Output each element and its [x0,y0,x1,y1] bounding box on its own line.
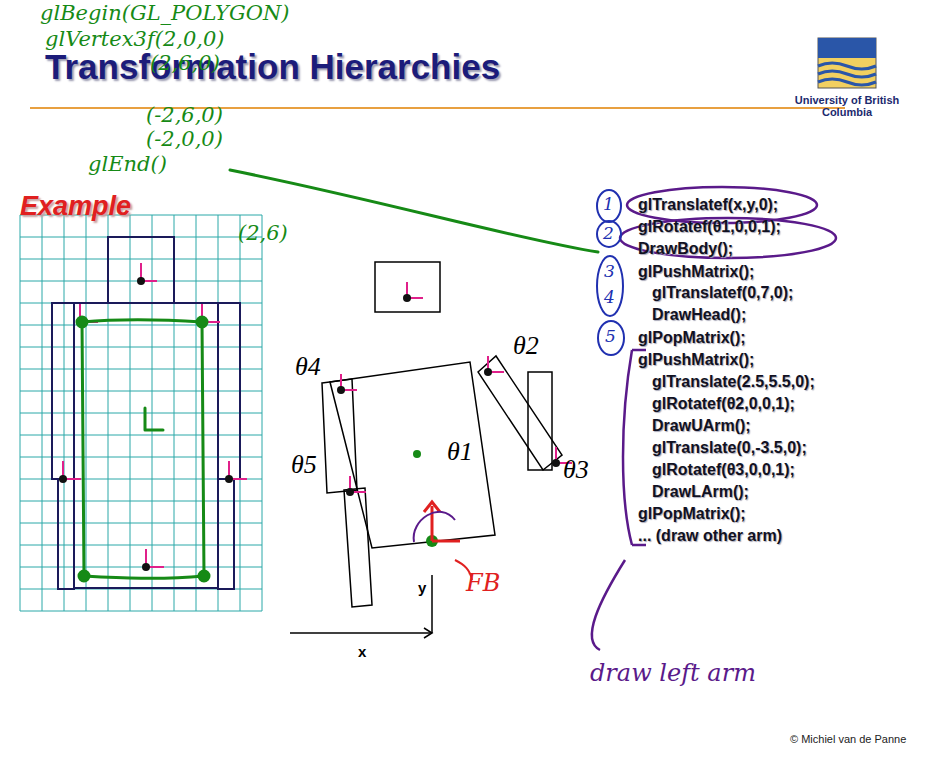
code-line: ... (draw other arm) [638,527,782,545]
angle-label: θ3 [563,456,589,485]
callout-number: 3 [604,262,615,281]
code-line: glRotatef(θ3,0,0,1); [652,461,795,479]
code-line: glTranslatef(x,y,0); [638,196,778,214]
code-line: DrawUArm(); [652,417,751,435]
handwritten-note: glVertex3f(2,0,0) [45,28,225,51]
callout-number: 4 [604,288,615,307]
grid-figure [52,237,240,589]
axis-label: y [418,580,426,597]
handwritten-note: (-2,0,0) [146,128,223,151]
slide-title: Transformation Hierarchies [45,48,500,87]
code-line: DrawLArm(); [652,483,749,501]
angle-label: θ4 [295,353,321,382]
handwritten-note: (2,6) [238,222,288,245]
handwritten-polygon [77,170,598,581]
callout-number: 2 [603,224,614,243]
code-line: glTranslate(0,-3.5,0); [652,439,807,457]
handwritten-note: draw left arm [590,660,756,686]
code-line: glTranslatef(0,7,0); [652,284,793,302]
code-line: glRotatef(θ1,0,0,1); [638,218,781,236]
code-line: DrawHead(); [652,306,746,324]
callout-number: 5 [605,327,616,346]
angle-label: θ1 [447,438,473,467]
university-name: University of British Columbia [787,94,907,118]
handwritten-note: (2,6,0) [150,52,220,75]
axis-label: x [358,644,366,661]
code-line: glRotatef(θ2,0,0,1); [652,395,795,413]
code-line: glTranslate(2.5,5.5,0); [652,373,815,391]
posed-figure [322,262,562,607]
purple-annotations [592,187,836,650]
grid [20,215,262,611]
angle-label: θ2 [513,332,539,361]
code-line: glPushMatrix(); [638,351,754,369]
code-line: glPopMatrix(); [638,329,746,347]
handwritten-note: (-2,6,0) [146,104,223,127]
code-line: DrawBody(); [638,240,733,258]
angle-label: θ5 [291,451,317,480]
copyright: © Michiel van de Panne [790,733,906,745]
handwritten-note: glEnd() [88,153,167,176]
handwritten-note: FB [466,570,500,596]
handwritten-note: glBegin(GL_POLYGON) [40,2,290,25]
code-line: glPopMatrix(); [638,505,746,523]
university-crest [818,38,876,88]
joint-frames [59,263,247,571]
posed-joint-frames [337,282,572,580]
world-axes [290,575,432,638]
example-heading: Example [20,192,131,222]
code-line: glPushMatrix(); [638,263,754,281]
number-circles [597,190,624,355]
callout-number: 1 [603,195,614,214]
